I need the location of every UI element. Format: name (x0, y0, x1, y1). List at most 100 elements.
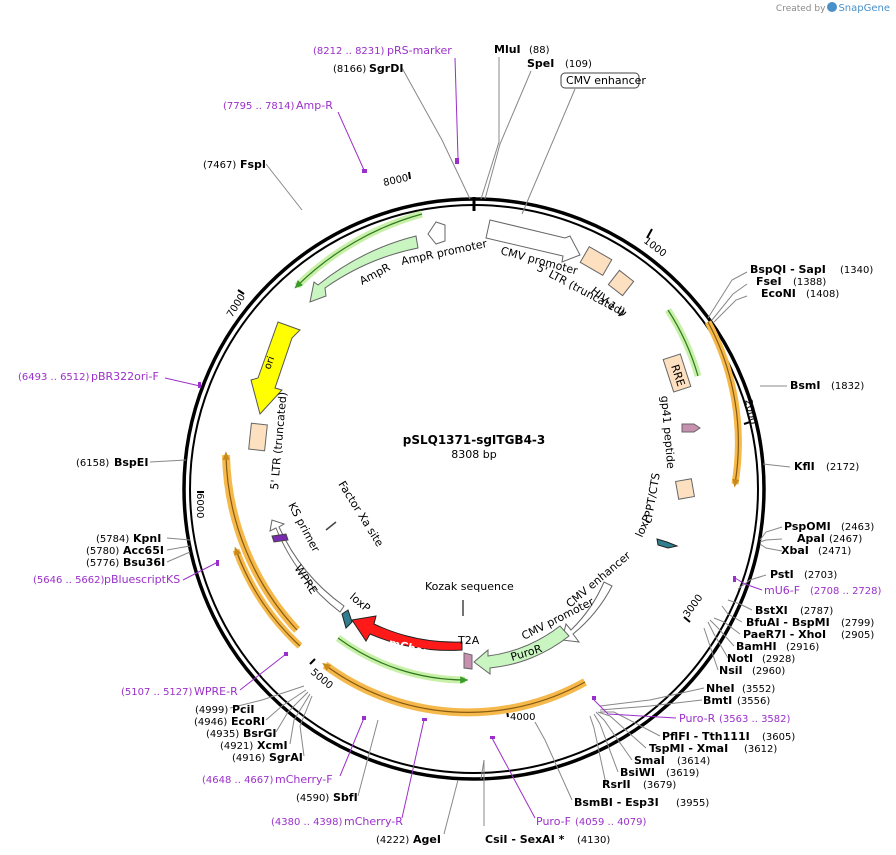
site-leaders (149, 57, 791, 835)
primer-puro-r: Puro-R (679, 712, 716, 725)
site-ecori-pos: (4946) (194, 717, 227, 728)
cmv-enhancer-box (560, 72, 640, 89)
site-spei: SpeI (527, 57, 554, 70)
site-bspei-pos: (6158) (76, 458, 109, 469)
primer-puro-f-range: (4059 .. 4079) (575, 817, 647, 828)
site-smai: SmaI (634, 754, 665, 767)
site-spei-pos: (109) (565, 59, 592, 70)
label-wpre: WPRE (291, 563, 319, 597)
label-ks-primer: KS primer (285, 500, 322, 554)
primer-labels: (8212 .. 8231) pRS-marker (7795 .. 7814)… (18, 44, 882, 828)
site-pcii: PciI (232, 703, 254, 716)
feature-tracks (222, 210, 742, 717)
site-nhei: NheI (706, 682, 735, 695)
hiv-psi-box (607, 269, 635, 297)
site-bstxi: BstXI (755, 604, 788, 617)
site-bfuai-bspmi-pos: (2799) (841, 618, 874, 629)
primer-wpre-r-range: (5107 .. 5127) (121, 687, 193, 698)
rre-box (662, 353, 692, 393)
ks-primer-mark (271, 533, 289, 543)
site-nsii: NsiI (719, 664, 743, 677)
site-bsrgi: BsrGI (243, 727, 276, 740)
site-pflfi-tth111i: PflFI - Tth111I (662, 730, 750, 743)
site-econi: EcoNI (761, 287, 796, 300)
site-apai: ApaI (797, 532, 825, 545)
site-noti-pos: (2928) (762, 654, 795, 665)
site-fspi-pos: (7467) (203, 160, 236, 171)
site-bfuai-bspmi: BfuAI - BspMI (746, 616, 830, 629)
site-pcii-pos: (4999) (195, 705, 228, 716)
site-bsmbi-esp3i-pos: (3955) (676, 798, 709, 809)
site-tspmi-xmai-pos: (3612) (744, 744, 777, 755)
primer-amp-r-range: (7795 .. 7814) (223, 101, 295, 112)
loxp-left-arrow (341, 609, 353, 629)
primer-mcherry-r: mCherry-R (344, 815, 403, 828)
label-factor-xa: Factor Xa site (335, 479, 386, 550)
primer-mcherry-r-range: (4380 .. 4398) (271, 817, 343, 828)
site-noti: NotI (727, 652, 753, 665)
site-smai-pos: (3614) (677, 756, 710, 767)
factor-xa-mark (325, 521, 337, 531)
site-pspomi: PspOMI (784, 520, 831, 533)
site-econi-pos: (1408) (806, 289, 839, 300)
site-sbfi: SbfI (333, 791, 358, 804)
site-bsrgi-pos: (4935) (206, 729, 239, 740)
site-fsei-pos: (1388) (793, 277, 826, 288)
site-csii-sexai-pos: (4130) (577, 835, 610, 846)
site-sbfi-pos: (4590) (296, 793, 329, 804)
primer-mu6-f: mU6-F (764, 584, 800, 597)
label-loxp-left: loxP (347, 590, 373, 615)
site-xbai: XbaI (781, 544, 809, 557)
site-bsiwi: BsiWI (620, 766, 655, 779)
gp41-arrow (681, 423, 701, 433)
ltr-box-left (248, 422, 268, 452)
site-bsmbi-esp3i: BsmBI - Esp3I (574, 796, 659, 809)
ltr-box-top (579, 246, 613, 276)
cppt-box (674, 478, 696, 500)
primer-mu6-f-range: (2708 .. 2728) (810, 586, 882, 597)
label-cmv-enhancer-box: CMV enhancer (566, 74, 646, 87)
primer-pbr322ori-f-range: (6493 .. 6512) (18, 372, 90, 383)
site-pflfi-tth111i-pos: (3605) (762, 732, 795, 743)
site-sgrai-pos: (4916) (232, 753, 265, 764)
site-rsrii: RsrII (602, 778, 631, 791)
label-t2a: T2A (457, 634, 480, 647)
site-acc65i-pos: (5780) (86, 546, 119, 557)
primer-mcherry-f: mCherry-F (275, 773, 333, 786)
site-bsiwi-pos: (3619) (666, 768, 699, 779)
site-labels-left: (8166) SgrDI (7467) FspI (6158) BspEI (5… (76, 62, 441, 846)
primer-puro-r-range: (3563 .. 3582) (719, 714, 791, 725)
ampr-promoter-arrow (427, 221, 446, 245)
label-gp41: gp41 peptide (658, 395, 677, 469)
site-mlui-pos: (88) (529, 45, 550, 56)
ori-arrow (250, 321, 301, 416)
site-paer7i-xhoi-pos: (2905) (841, 630, 874, 641)
cmv-promoter-top-arrow (485, 219, 581, 263)
tick-7000: 7000 (225, 292, 248, 319)
cmv-enhancer-callout: CMV enhancer (521, 72, 646, 215)
tick-6000: 6000 (194, 493, 205, 518)
primer-pbr322ori-f: pBR322ori-F (91, 370, 159, 383)
site-sgrai: SgrAI (269, 751, 303, 764)
tick-3000: 3000 (682, 593, 706, 620)
site-bsmi: BsmI (790, 379, 821, 392)
site-kpni: KpnI (133, 532, 161, 545)
site-sgrdi-pos: (8166) (333, 64, 366, 75)
plasmid-size: 8308 bp (451, 448, 496, 461)
primer-prs-marker: pRS-marker (387, 44, 452, 57)
label-kozak: Kozak sequence (425, 580, 514, 593)
site-mlui: MluI (494, 43, 521, 56)
site-tspmi-xmai: TspMI - XmaI (649, 742, 728, 755)
t2a-box (463, 652, 473, 670)
site-ecori: EcoRI (231, 715, 265, 728)
site-kfli: KflI (794, 460, 815, 473)
site-nhei-pos: (3552) (742, 684, 775, 695)
site-xcmi: XcmI (257, 739, 288, 752)
primer-pbluescriptks-range: (5646 .. 5662) (33, 575, 105, 586)
puror-arrow (473, 625, 570, 675)
site-bsu36i-pos: (5776) (86, 558, 119, 569)
primer-leaders (164, 57, 763, 819)
primer-marks (198, 158, 736, 739)
